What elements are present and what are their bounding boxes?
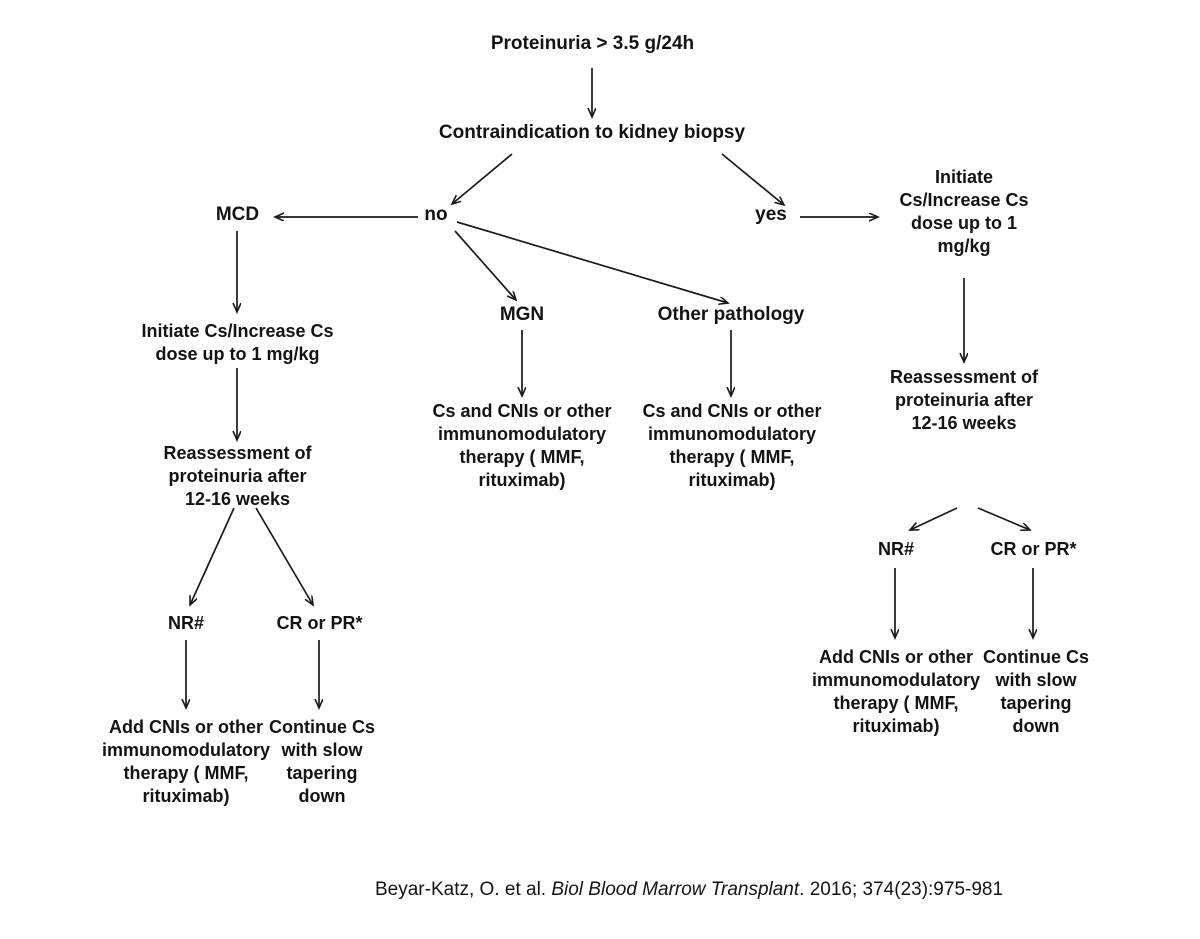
node-mcd-nr-therapy: Add CNIs or other immunomodulatory thera…: [101, 717, 270, 807]
citation-journal: Biol Blood Marrow Transplant: [551, 879, 800, 900]
node-mgn-therapy: Cs and CNIs or other immunomodulatory th…: [432, 401, 612, 491]
arrow-mcdreassess-to-crpr: [255, 507, 313, 605]
node-mcd-reassess: Reassessment of proteinuria after 12-16 …: [163, 443, 312, 510]
node-mcd-cr-pr: CR or PR*: [276, 613, 363, 633]
node-root: Proteinuria > 3.5 g/24h: [490, 33, 695, 54]
arrow-decision-to-yes: [721, 153, 784, 205]
citation-authors: Beyar-Katz, O. et al.: [375, 879, 552, 900]
node-yes-initiate: Initiate Cs/Increase Cs dose up to 1 mg/…: [899, 167, 1029, 257]
node-yes-cr-therapy: Continue Cs with slow tapering down: [983, 647, 1089, 737]
node-mcd-nr: NR#: [167, 613, 204, 633]
node-yes-reassess: Reassessment of proteinuria after 12-16 …: [889, 367, 1039, 434]
citation-details: . 2016; 374(23):975-981: [799, 879, 1004, 900]
arrow-mcdreassess-to-nr: [190, 507, 235, 605]
citation: Beyar-Katz, O. et al. Biol Blood Marrow …: [375, 879, 1003, 901]
node-mcd-initiate: Initiate Cs/Increase Cs dose up to 1 mg/…: [141, 321, 334, 365]
node-decision: Contraindication to kidney biopsy: [438, 122, 746, 143]
node-mcd-cr-therapy: Continue Cs with slow tapering down: [269, 717, 375, 807]
arrow-yesreassess-to-nr: [910, 507, 958, 530]
node-yes-nr: NR#: [877, 539, 914, 559]
arrow-no-to-other: [456, 221, 728, 303]
arrow-decision-to-no: [452, 153, 513, 204]
node-mcd: MCD: [215, 204, 260, 225]
node-other-therapy: Cs and CNIs or other immunomodulatory th…: [642, 401, 822, 491]
node-mgn: MGN: [499, 304, 545, 325]
arrow-yesreassess-to-crpr: [977, 507, 1030, 530]
node-other-pathology: Other pathology: [657, 304, 805, 325]
node-branch-yes: yes: [755, 204, 787, 225]
node-yes-nr-therapy: Add CNIs or other immunomodulatory thera…: [811, 647, 980, 737]
node-branch-no: no: [424, 204, 448, 225]
node-yes-cr-pr: CR or PR*: [990, 539, 1077, 559]
arrow-no-to-mgn: [454, 230, 516, 300]
